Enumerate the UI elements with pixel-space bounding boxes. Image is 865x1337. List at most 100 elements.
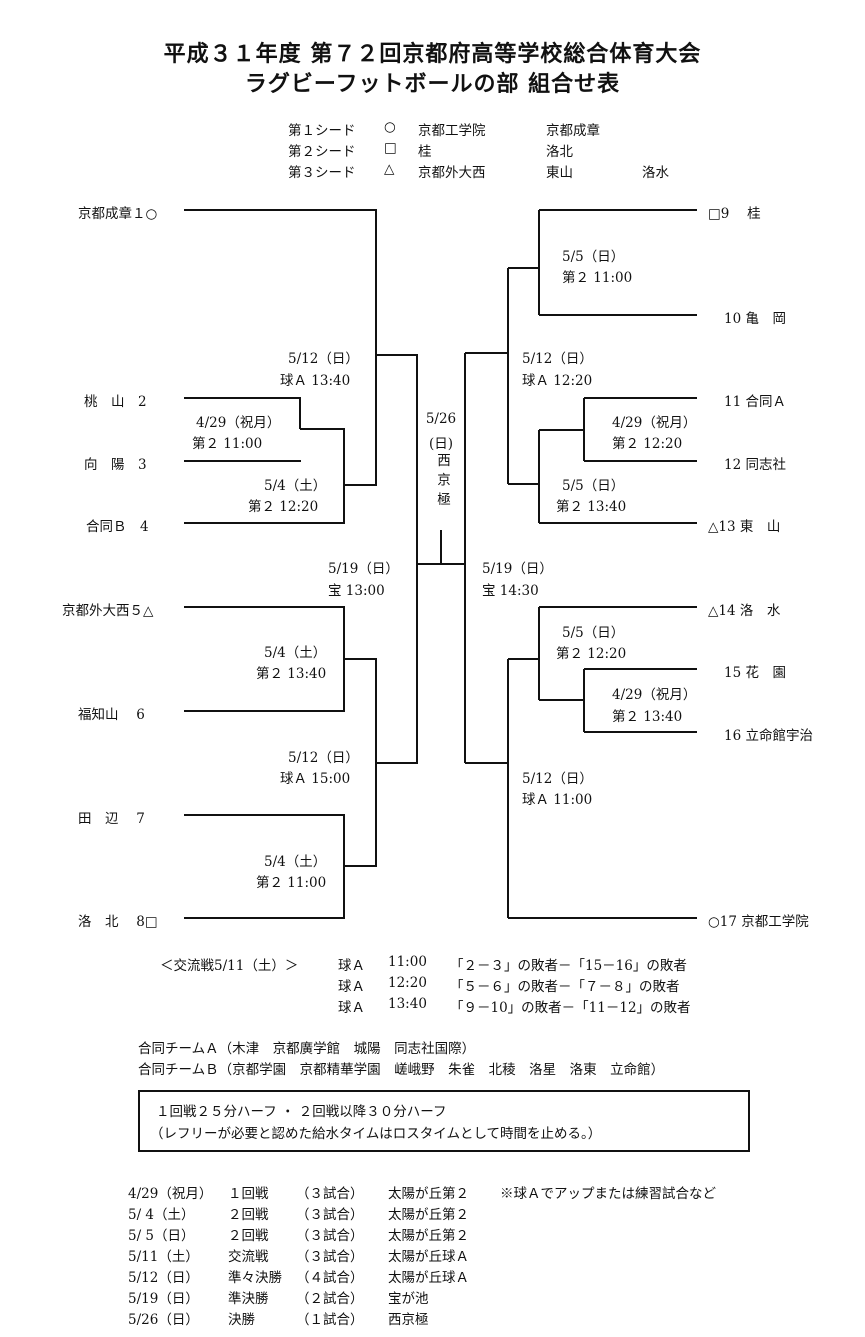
seed-team-b: 京都成章 bbox=[546, 123, 600, 139]
seed-team-a: 京都外大西 bbox=[418, 165, 486, 181]
team-right-16: 16 立命館宇治 bbox=[724, 728, 813, 744]
combined-team-b: 合同チームＢ（京都学園 京都精華学園 嵯峨野 朱雀 北稜 洛星 洛東 立命館） bbox=[138, 1062, 665, 1078]
schedule-venue: 太陽が丘第２ bbox=[388, 1207, 469, 1223]
schedule-date: 5/ 5（日） bbox=[128, 1228, 195, 1244]
final-day: (日) bbox=[428, 436, 454, 452]
match-date: 5/12（日） bbox=[288, 750, 359, 766]
final-date: 5/26 bbox=[425, 411, 457, 427]
team-left-2: 桃 山 2 bbox=[84, 394, 147, 410]
match-date: 4/29（祝月） bbox=[612, 687, 697, 703]
exchange-time: 12:20 bbox=[388, 975, 427, 991]
seed-team-a: 京都工学院 bbox=[418, 123, 486, 139]
schedule-round: 交流戦 bbox=[228, 1249, 269, 1265]
team-right-12: 12 同志社 bbox=[724, 457, 786, 473]
seed-team-a: 桂 bbox=[418, 144, 432, 160]
schedule-round: １回戦 bbox=[228, 1186, 269, 1202]
schedule-venue: 宝が池 bbox=[388, 1291, 429, 1307]
schedule-date: 5/11（土） bbox=[128, 1249, 199, 1265]
seed-label: 第２シード bbox=[288, 144, 356, 160]
exchange-venue: 球Ａ bbox=[338, 1000, 365, 1016]
rules-line-1: １回戦２５分ハーフ ・ ２回戦以降３０分ハーフ bbox=[156, 1104, 447, 1120]
match-date: 5/12（日） bbox=[522, 771, 593, 787]
match-venue: 第２ 13:40 bbox=[256, 666, 327, 682]
match-venue: 宝 14:30 bbox=[482, 583, 539, 599]
match-venue: 第２ 13:40 bbox=[612, 709, 683, 725]
exchange-desc: 「９－10」の敗者－「11－12」の敗者 bbox=[450, 1000, 691, 1016]
seed-mark: □ bbox=[384, 140, 397, 156]
seed-team-b: 東山 bbox=[546, 165, 573, 181]
match-date: 5/4（土） bbox=[264, 478, 327, 494]
page-title: 平成３１年度 第７２回京都府高等学校総合体育大会 bbox=[163, 41, 702, 67]
team-right-17: ○17 京都工学院 bbox=[708, 914, 809, 930]
match-date: 5/19（日） bbox=[328, 561, 399, 577]
match-venue: 宝 13:00 bbox=[328, 583, 385, 599]
exchange-desc: 「２－３」の敗者－「15－16」の敗者 bbox=[450, 958, 687, 974]
exchange-venue: 球Ａ bbox=[338, 979, 365, 995]
schedule-venue: 太陽が丘第２ bbox=[388, 1228, 469, 1244]
rules-box bbox=[138, 1090, 750, 1152]
seed-team-c: 洛水 bbox=[642, 165, 669, 181]
team-left-5: 京都外大西５△ bbox=[62, 603, 154, 619]
match-venue: 第２ 12:20 bbox=[612, 436, 683, 452]
match-date: 5/4（土） bbox=[264, 854, 327, 870]
match-venue: 第２ 12:20 bbox=[248, 499, 319, 515]
team-right-14: △14 洛 水 bbox=[708, 603, 781, 619]
exchange-time: 13:40 bbox=[388, 996, 427, 1012]
schedule-venue: 太陽が丘球Ａ bbox=[388, 1270, 469, 1286]
combined-team-a: 合同チームＡ（木津 京都廣学館 城陽 同志社国際） bbox=[138, 1041, 476, 1057]
seed-label: 第３シード bbox=[288, 165, 356, 181]
team-left-6: 福知山 6 bbox=[78, 707, 145, 723]
match-venue: 球Ａ 13:40 bbox=[280, 373, 351, 389]
seed-team-b: 洛北 bbox=[546, 144, 573, 160]
match-venue: 第２ 11:00 bbox=[192, 436, 263, 452]
schedule-date: 5/12（日） bbox=[128, 1270, 199, 1286]
exchange-heading: ＜交流戦5/11（土）＞ bbox=[160, 958, 299, 974]
schedule-round: 準々決勝 bbox=[228, 1270, 282, 1286]
schedule-round: 準決勝 bbox=[228, 1291, 269, 1307]
seed-label: 第１シード bbox=[288, 123, 356, 139]
schedule-venue: 太陽が丘球Ａ bbox=[388, 1249, 469, 1265]
team-left-8: 洛 北 8□ bbox=[78, 914, 158, 930]
schedule-games: （３試合） bbox=[296, 1186, 364, 1202]
schedule-date: 5/26（日） bbox=[128, 1312, 199, 1328]
team-left-7: 田 辺 7 bbox=[78, 811, 145, 827]
match-venue: 球Ａ 12:20 bbox=[522, 373, 593, 389]
match-date: 5/4（土） bbox=[264, 645, 327, 661]
exchange-time: 11:00 bbox=[388, 954, 427, 970]
schedule-venue: 太陽が丘第２ bbox=[388, 1186, 469, 1202]
match-venue: 第２ 12:20 bbox=[556, 646, 627, 662]
match-date: 5/5（日） bbox=[562, 478, 625, 494]
rules-line-2: （レフリーが必要と認めた給水タイムはロスタイムとして時間を止める。） bbox=[150, 1126, 602, 1142]
team-left-3: 向 陽 3 bbox=[84, 457, 147, 473]
schedule-date: 5/19（日） bbox=[128, 1291, 199, 1307]
schedule-games: （３試合） bbox=[296, 1249, 364, 1265]
schedule-date: 5/ 4（土） bbox=[128, 1207, 195, 1223]
match-date: 4/29（祝月） bbox=[612, 415, 697, 431]
match-venue: 第２ 13:40 bbox=[556, 499, 627, 515]
seed-mark: △ bbox=[384, 161, 395, 177]
schedule-round: ２回戦 bbox=[228, 1228, 269, 1244]
match-date: 5/5（日） bbox=[562, 625, 625, 641]
team-right-13: △13 東 山 bbox=[708, 519, 781, 535]
seed-mark: ○ bbox=[384, 119, 396, 135]
team-right-11: 11 合同Ａ bbox=[724, 394, 786, 410]
exchange-desc: 「５－６」の敗者－「７－８」の敗者 bbox=[450, 979, 680, 995]
schedule-games: （２試合） bbox=[296, 1291, 364, 1307]
match-date: 5/19（日） bbox=[482, 561, 553, 577]
schedule-games: （３試合） bbox=[296, 1228, 364, 1244]
match-date: 5/12（日） bbox=[288, 351, 359, 367]
schedule-date: 4/29（祝月） bbox=[128, 1186, 213, 1202]
exchange-venue: 球Ａ bbox=[338, 958, 365, 974]
match-venue: 球Ａ 15:00 bbox=[280, 771, 351, 787]
team-left-4: 合同Ｂ 4 bbox=[86, 519, 149, 535]
schedule-games: （４試合） bbox=[296, 1270, 364, 1286]
match-date: 5/5（日） bbox=[562, 249, 625, 265]
schedule-round: ２回戦 bbox=[228, 1207, 269, 1223]
page-subtitle: ラグビーフットボールの部 組合せ表 bbox=[244, 71, 621, 97]
schedule-note: ※球Ａでアップまたは練習試合など bbox=[500, 1186, 716, 1202]
schedule-venue: 西京極 bbox=[388, 1312, 429, 1328]
match-venue: 第２ 11:00 bbox=[256, 875, 327, 891]
final-venue: 西京極 bbox=[434, 453, 450, 512]
match-date: 5/12（日） bbox=[522, 351, 593, 367]
